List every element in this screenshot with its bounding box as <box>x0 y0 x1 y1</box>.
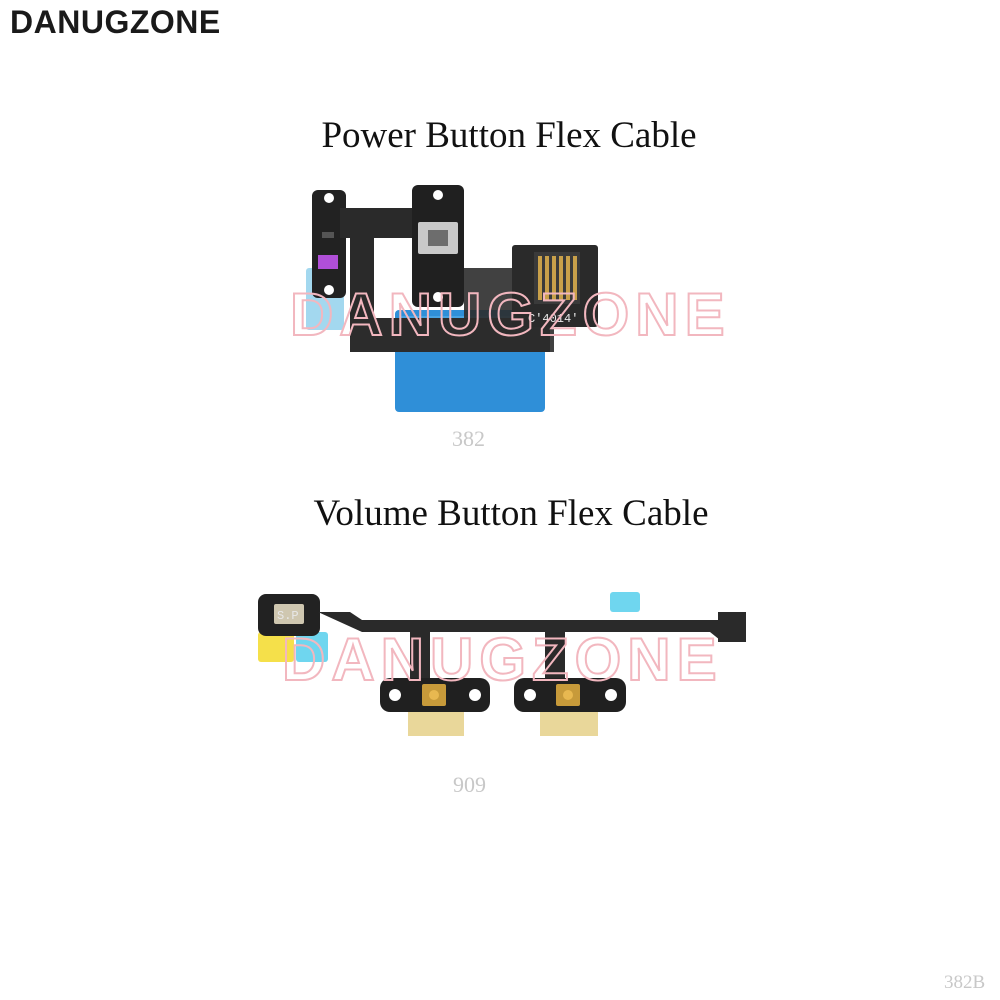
volume-product-code: 909 <box>453 772 486 797</box>
pcb-marking: C'4014' <box>528 312 578 326</box>
svg-text:S.P: S.P <box>277 609 299 623</box>
volume-cable-heading: Volume Button Flex Cable <box>313 493 709 534</box>
brand-logo: DANUGZONE <box>10 4 221 40</box>
watermark: DANUGZONE <box>290 281 731 348</box>
corner-code: 382B <box>944 972 986 993</box>
cyan-tape <box>296 632 328 662</box>
power-cable-heading: Power Button Flex Cable <box>321 115 697 156</box>
button-stiffener-1 <box>408 708 464 736</box>
left-bracket <box>312 190 346 298</box>
watermark: DANUGZONE <box>282 626 723 693</box>
button-stiffener-2 <box>540 708 598 736</box>
yellow-tape <box>258 632 294 662</box>
power-product-code: 382 <box>452 426 485 451</box>
